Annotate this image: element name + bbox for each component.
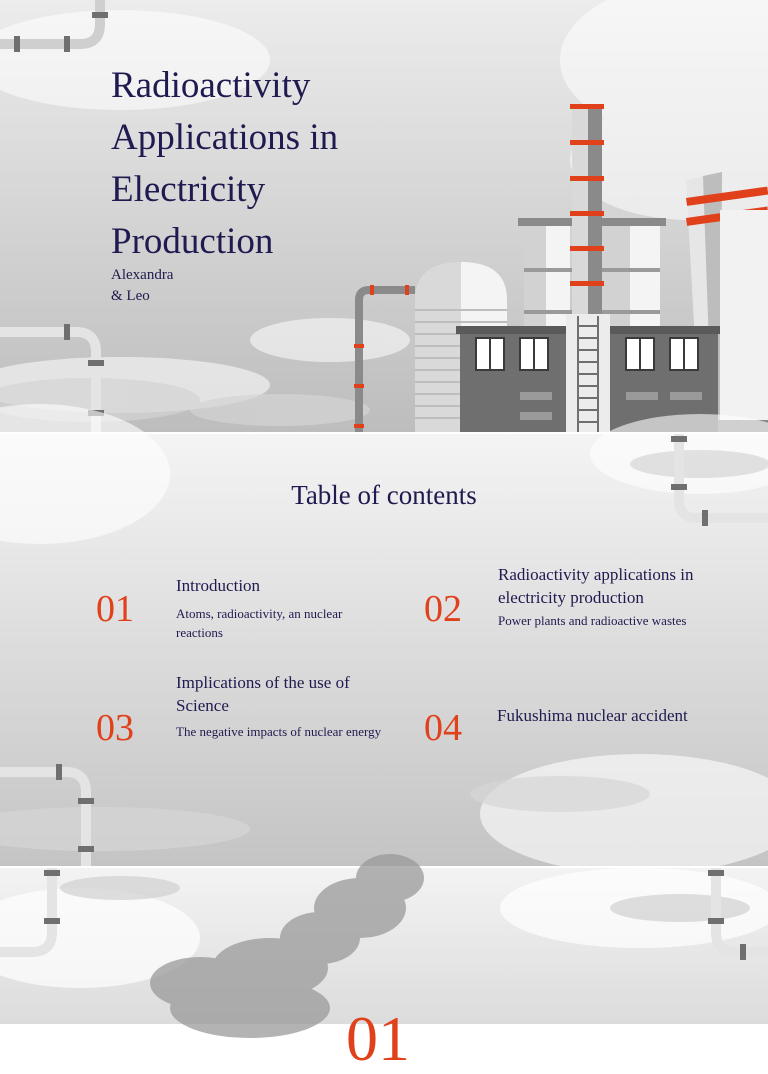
- section-slide: 01: [0, 854, 768, 1074]
- cover-slide: Radioactivity Applications in Electricit…: [0, 0, 768, 432]
- pipe-bottom-left: [0, 764, 94, 866]
- toc-number: 03: [96, 707, 134, 749]
- toc-number: 01: [96, 588, 134, 630]
- toc-item-description: Atoms, radioactivity, an nuclear reactio…: [176, 606, 343, 640]
- pipe-top-right: [708, 868, 768, 960]
- toc-item-title: Introduction: [176, 576, 261, 595]
- toc-title: Table of contents: [291, 480, 477, 510]
- table-of-contents-slide: Table of contents 01 Introduction Atoms,…: [0, 404, 768, 874]
- cloud-shapes: [0, 0, 768, 413]
- toc-number: 02: [424, 588, 462, 630]
- chimney: [566, 104, 610, 432]
- presentation-title: Radioactivity Applications in Electricit…: [111, 65, 339, 262]
- pipe-top-right: [671, 434, 768, 526]
- section-background-illustration: [0, 854, 768, 1038]
- toc-item-description: Power plants and radioactive wastes: [498, 613, 687, 628]
- toc-background-illustration: [0, 404, 768, 874]
- authors: Alexandra & Leo: [111, 267, 174, 304]
- smoke-cloud: [150, 854, 424, 1038]
- toc-item-title: Radioactivity applications in electricit…: [498, 565, 694, 607]
- toc-item-description: The negative impacts of nuclear energy: [176, 724, 382, 739]
- cloud-shapes: [0, 404, 768, 874]
- pipe-top-left: [0, 0, 108, 52]
- factory-pipe: [354, 285, 415, 432]
- toc-item-title: Implications of the use of Science: [176, 673, 350, 715]
- pipe-top-left: [0, 868, 60, 957]
- section-number: 01: [346, 1003, 410, 1074]
- toc-number: 04: [424, 707, 462, 749]
- cover-background-illustration: [0, 0, 768, 432]
- toc-item-title: Fukushima nuclear accident: [497, 706, 688, 725]
